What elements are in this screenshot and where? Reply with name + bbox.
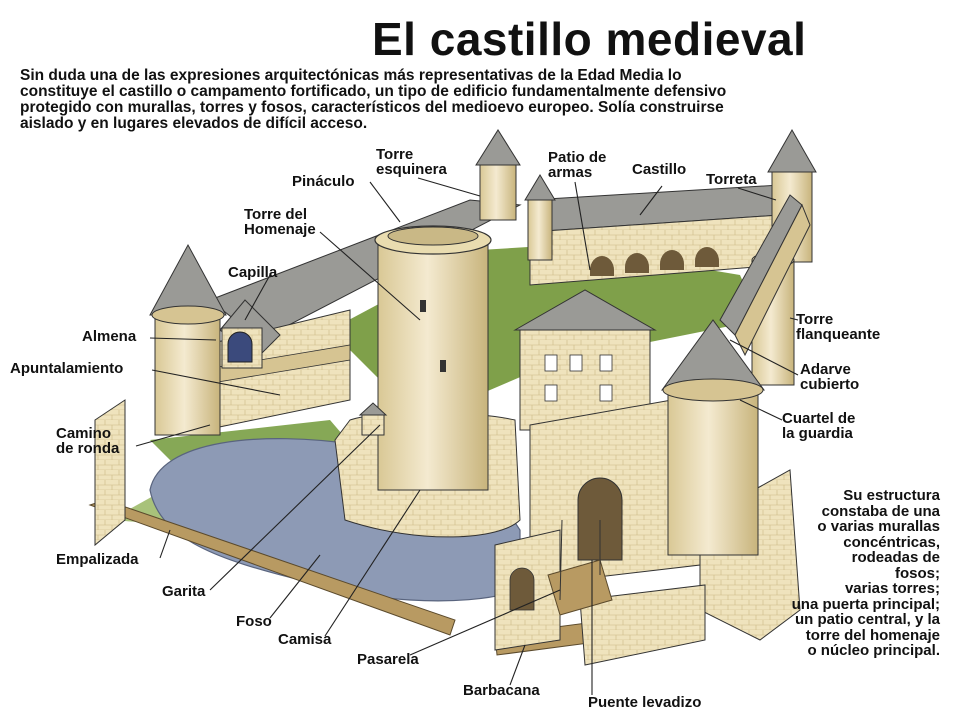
page-title: El castillo medieval [372,13,807,65]
label-pasarela: Pasarela [357,651,419,668]
label-garita: Garita [162,583,206,600]
label-apuntalamiento: Apuntalamiento [10,360,124,377]
label-patio-de-armas: Patio de armas [548,149,607,181]
intro-line: protegido con murallas, torres y fosos, … [20,99,724,116]
label-empalizada: Empalizada [56,551,139,568]
label-torre-del-homenaje: Torre del Homenaje [244,206,316,238]
label-almena: Almena [82,328,137,345]
keep-tower [374,225,492,491]
intro-line: aislado y en lugares elevados de difícil… [20,115,368,132]
label-barbacana: Barbacana [463,682,540,699]
label-torre-esquinera: Torre esquinera [376,146,447,178]
summary-line: torre del homenaje [805,626,940,644]
gatehouse [529,394,701,586]
summary-line: fosos; [895,564,940,582]
drawbridge [547,519,613,616]
label-foso: Foso [236,613,272,630]
intro-line: Sin duda una de las expresiones arquitec… [20,67,682,84]
watchtower-garita [358,402,388,436]
central-house [513,289,657,431]
summary-line: Su estructura [843,487,940,504]
label-castillo: Castillo [632,161,687,178]
summary-line: o varias murallas [817,518,940,535]
label-torre-flanqueante: Torre flanqueante [796,311,881,343]
summary-line: rodeadas de [851,549,940,566]
chapel [219,299,281,369]
summary-line: una puerta principal; [791,595,940,613]
tower-guardhouse [661,319,765,556]
label-camino-de-ronda: Camino de ronda [56,425,120,457]
label-torreta: Torreta [706,171,757,188]
label-cuartel-de-la-guardia: Cuartel de la guardia [782,410,856,442]
label-camisa: Camisa [278,631,332,648]
summary-line: un patio central, y la [794,611,940,628]
covered-walkway [719,194,811,357]
summary-line: varias torres; [844,580,940,597]
label-capilla: Capilla [228,264,278,281]
summary-line: constaba de una [821,502,940,520]
back-gallery [529,184,781,286]
tower-front-left [149,243,227,436]
label-puente-levadizo: Puente levadizo [588,694,702,711]
intro-line: constituye el castillo o campamento fort… [20,83,727,100]
barbican [494,529,561,651]
label-pinaculo: Pináculo [292,173,355,190]
label-adarve-cubierto: Adarve cubierto [800,361,860,393]
tower-back-left [475,129,556,261]
summary-line: concéntricas, [843,533,940,551]
summary-paragraph: Su estructura constaba de una o varias m… [735,488,940,659]
summary-line: o núcleo principal. [807,642,940,659]
leader-lines [135,177,799,695]
intro-paragraph: Sin duda una de las expresiones arquitec… [20,68,940,132]
